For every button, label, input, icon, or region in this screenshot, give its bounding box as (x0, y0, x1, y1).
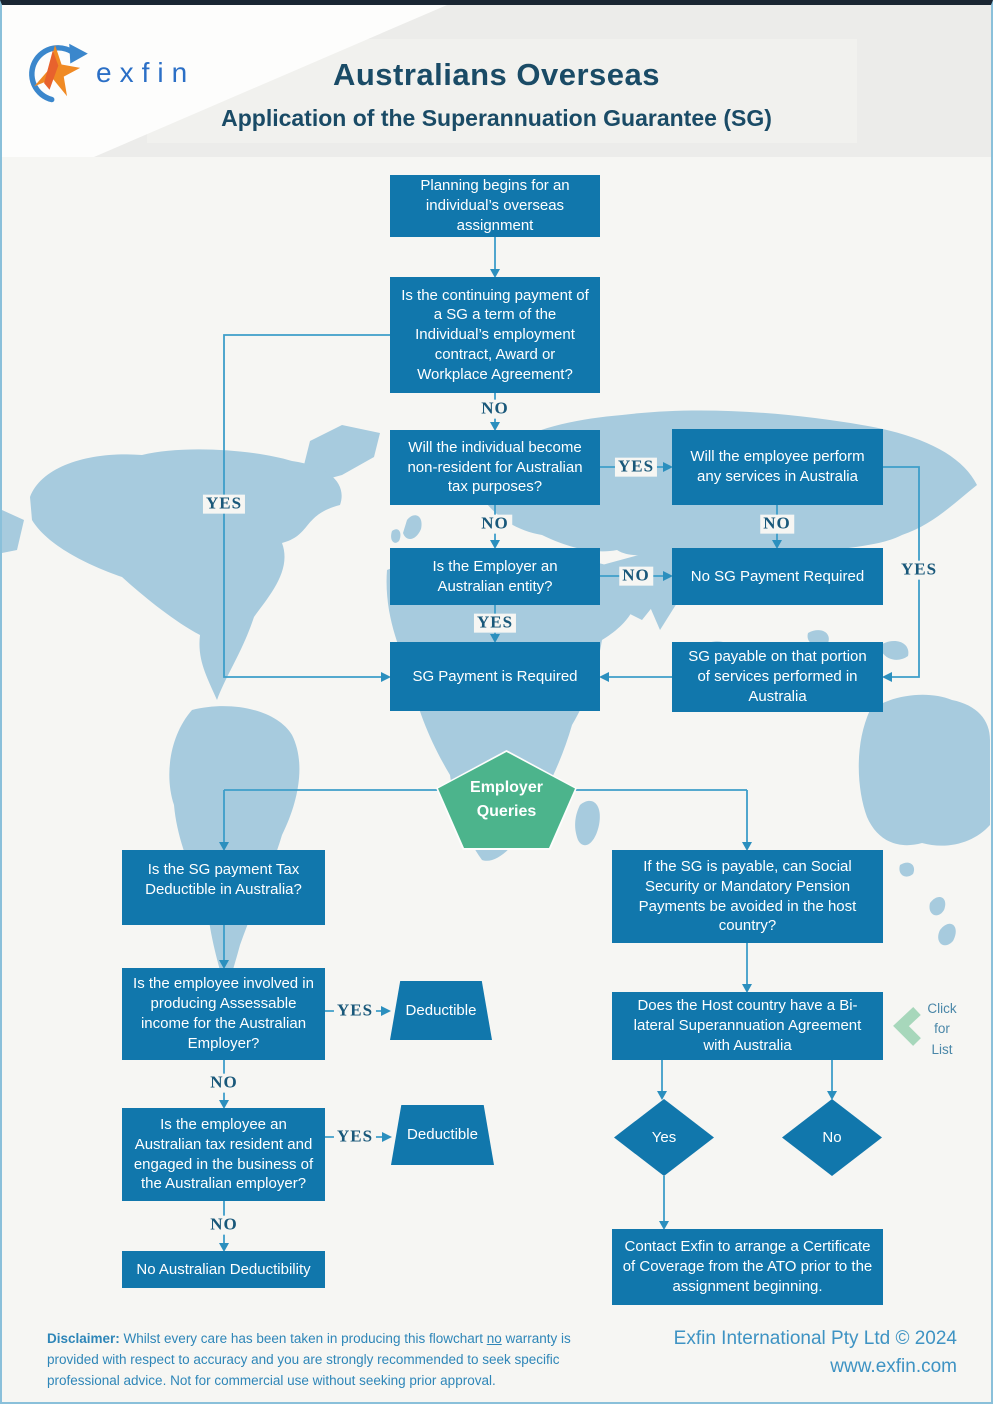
node-question-nonresident: Will the individual become non-resident … (390, 430, 600, 505)
edge-label-no: NO (478, 514, 512, 534)
page-subtitle: Application of the Superannuation Guaran… (221, 105, 772, 131)
edge-label-yes: YES (333, 1127, 377, 1147)
disclaimer-label: Disclaimer: (47, 1331, 120, 1346)
node-question-australian-entity: Is the Employer an Australian entity? (390, 548, 600, 605)
node-sg-payable-portion: SG payable on that portion of services p… (672, 642, 883, 712)
edge-label-yes: YES (202, 494, 246, 514)
edge-label-no: NO (760, 514, 794, 534)
flow-arrowheads (219, 269, 892, 1252)
click-for-list-line1[interactable]: Click (927, 1001, 957, 1016)
disclaimer-part1: Whilst every care has been taken in prod… (119, 1331, 487, 1346)
edge-label-no: NO (619, 566, 653, 586)
node-question-tax-resident: Is the employee an Australian tax reside… (122, 1108, 325, 1201)
page-title: Australians Overseas (332, 57, 661, 92)
edge-label-no: NO (207, 1215, 241, 1235)
node-question-services-in-australia: Will the employee perform any services i… (672, 429, 883, 505)
click-for-list-line2[interactable]: for (934, 1021, 950, 1037)
edge-label-no: NO (478, 399, 512, 419)
footer-company-block: Exfin International Pty Ltd © 2024 www.e… (557, 1325, 957, 1380)
node-question-tax-deductible: Is the SG payment Tax Deductible in Aust… (122, 850, 325, 925)
node-question-social-security: If the SG is payable, can Social Securit… (612, 850, 883, 943)
click-for-list-link[interactable]: Click for List (922, 999, 962, 1060)
node-deductible-1: Deductible (390, 981, 492, 1040)
node-no-australian-deductibility: No Australian Deductibility (122, 1251, 325, 1288)
exfin-logo-text: exfin (96, 57, 196, 88)
exfin-logo: exfin (20, 35, 220, 105)
edge-label-yes: YES (614, 457, 658, 477)
node-deductible-2: Deductible (391, 1105, 494, 1165)
disclaimer-text: Disclaimer: Whilst every care has been t… (47, 1329, 592, 1392)
footer-company: Exfin International Pty Ltd © 2024 (673, 1328, 957, 1349)
node-planning: Planning begins for an individual’s over… (390, 175, 600, 237)
footer-website-link[interactable]: www.exfin.com (830, 1355, 957, 1377)
disclaimer-no-underlined: no (486, 1331, 502, 1346)
node-sg-payment-required: SG Payment is Required (390, 642, 600, 711)
node-no-sg-payment-required: No SG Payment Required (672, 548, 883, 605)
edge-label-yes: YES (473, 613, 517, 633)
node-question-assessable-income: Is the employee involved in producing As… (122, 968, 325, 1060)
edge-label-yes: YES (897, 560, 941, 580)
disclaimer-part2: warranty is provided with respect to acc… (47, 1331, 571, 1388)
edge-label-no: NO (207, 1073, 241, 1093)
node-question-bilateral-agreement: Does the Host country have a Bi-lateral … (612, 992, 883, 1060)
node-question-contract: Is the continuing payment of a SG a term… (390, 277, 600, 393)
exfin-logo-icon (29, 43, 88, 103)
click-for-list-chevron-icon[interactable] (893, 1006, 921, 1046)
edge-label-yes: YES (333, 1001, 377, 1021)
click-for-list-line3[interactable]: List (931, 1041, 953, 1057)
node-contact-exfin: Contact Exfin to arrange a Certificate o… (612, 1229, 883, 1305)
